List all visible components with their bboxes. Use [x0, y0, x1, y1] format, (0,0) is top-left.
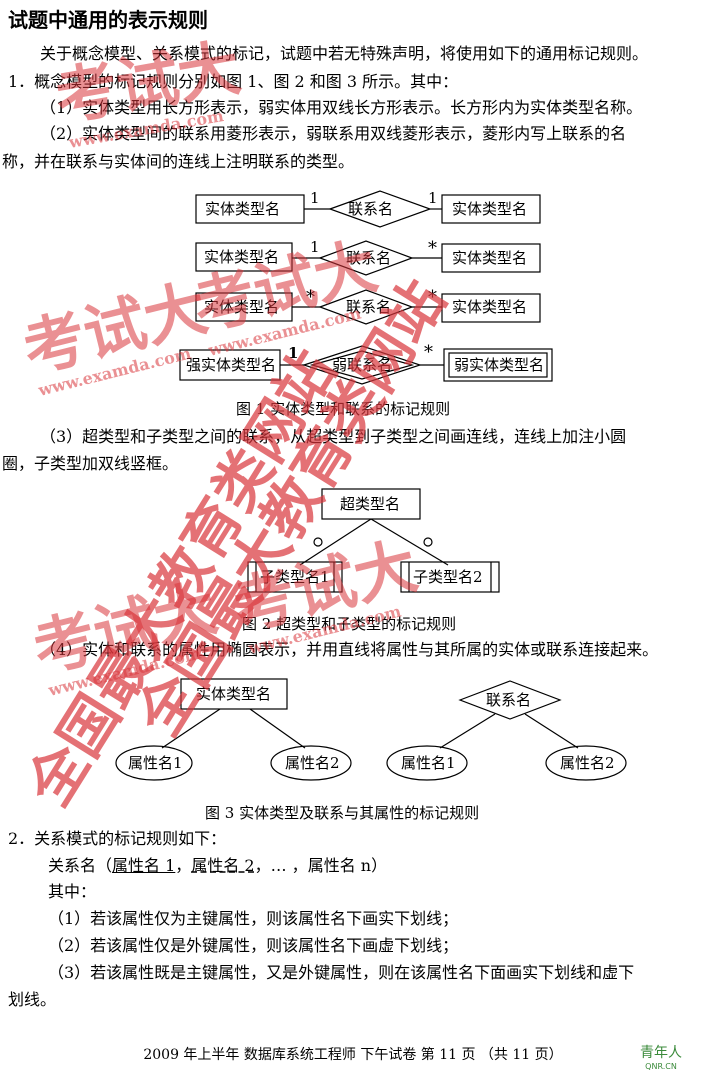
intro-paragraph: 关于概念模型、关系模式的标记，试题中若无特殊声明，将使用如下的通用标记规则。: [40, 44, 649, 63]
logo-url: QNR.CN: [645, 1062, 677, 1071]
entity-label: 实体类型名: [204, 298, 279, 316]
rule3-text: （3）超类型和子类型之间的联系，从超类型到子类型之间画连线，连线上加注小圆: [40, 427, 627, 446]
attribute-label: 属性名2: [560, 754, 615, 772]
schema-rule1: （1）若该属性仅为主键属性，则该属性名下画实下划线；: [48, 909, 459, 928]
cardinality-many: *: [428, 238, 437, 259]
rule1-text: （1）实体类型用长方形表示，弱实体用双线长方形表示。长方形内为实体类型名称。: [40, 98, 643, 117]
cardinality-many: *: [428, 287, 437, 308]
attribute-label: 属性名2: [285, 754, 340, 772]
weak-relation-label: 弱联系名: [332, 356, 392, 374]
cardinality-one: 1: [288, 344, 298, 362]
entity-label: 实体类型名: [196, 685, 271, 703]
schema-rule3-cont: 划线。: [8, 990, 57, 1009]
logo-text: 青年人: [640, 1045, 682, 1061]
schema-suffix: ）: [371, 856, 388, 875]
figure-2-caption: 图 2 超类型和子类型的标记规则: [242, 615, 457, 633]
rule3-text-cont: 圈，子类型加双线竖框。: [2, 454, 179, 473]
relation-label: 联系名: [346, 298, 391, 316]
schema-prefix: 关系名（: [48, 856, 113, 875]
attribute-label: 属性名1: [128, 754, 183, 772]
rule2-text: （2）实体类型间的联系用菱形表示，弱联系用双线菱形表示，菱形内写上联系的名: [40, 124, 627, 143]
schema-rule3: （3）若该属性既是主键属性，又是外键属性，则在该属性名下面画实下划线和虚下: [48, 963, 635, 982]
entity-label: 实体类型名: [452, 200, 527, 218]
cardinality-many: *: [306, 287, 315, 308]
subtype-label: 子类型名2: [413, 568, 483, 586]
where-label: 其中：: [48, 882, 97, 901]
cardinality-one: 1: [428, 189, 438, 207]
separator: ，: [175, 856, 192, 875]
figure-1-caption: 图 1 实体类型和联系的标记规则: [236, 400, 451, 418]
foreign-key-attribute: 属性名 2: [191, 856, 255, 875]
section2-heading: 2．关系模式的标记规则如下：: [8, 829, 227, 848]
cardinality-one: 1: [310, 189, 320, 207]
relation-label: 联系名: [346, 249, 391, 267]
supertype-label: 超类型名: [340, 495, 400, 513]
section1-heading: 1．概念模型的标记规则分别如图 1、图 2 和图 3 所示。其中：: [8, 72, 459, 91]
strong-entity-label: 强实体类型名: [186, 356, 276, 374]
attribute-n: 属性名 n: [307, 856, 372, 875]
page-footer: 2009 年上半年 数据库系统工程师 下午试卷 第 11 页 （共 11 页）: [143, 1047, 563, 1063]
subtype-label: 子类型名1: [260, 568, 330, 586]
rule2-text-cont: 称，并在联系与实体间的连线上注明联系的类型。: [2, 152, 355, 171]
figure-3-caption: 图 3 实体类型及联系与其属性的标记规则: [205, 804, 480, 822]
entity-label: 实体类型名: [452, 249, 527, 267]
cardinality-one: 1: [310, 238, 320, 256]
entity-label: 实体类型名: [205, 200, 280, 218]
schema-example: 关系名（属性名 1，属性名 2，… ，属性名 n）: [48, 856, 387, 876]
rule4-text: （4）实体和联系的属性用椭圆表示，并用直线将属性与其所属的实体或联系连接起来。: [40, 640, 659, 659]
ellipsis: ，… ，: [254, 856, 308, 875]
page-title: 试题中通用的表示规则: [8, 8, 208, 32]
primary-key-attribute: 属性名 1: [112, 856, 176, 875]
entity-label: 实体类型名: [204, 248, 279, 266]
entity-label: 实体类型名: [452, 298, 527, 316]
attribute-label: 属性名1: [401, 754, 456, 772]
cardinality-many: *: [424, 342, 433, 363]
relation-label: 联系名: [348, 200, 393, 218]
schema-rule2: （2）若该属性仅是外键属性，则该属性名下画虚下划线；: [48, 936, 459, 955]
relation-label: 联系名: [486, 691, 531, 709]
weak-entity-label: 弱实体类型名: [454, 356, 544, 374]
